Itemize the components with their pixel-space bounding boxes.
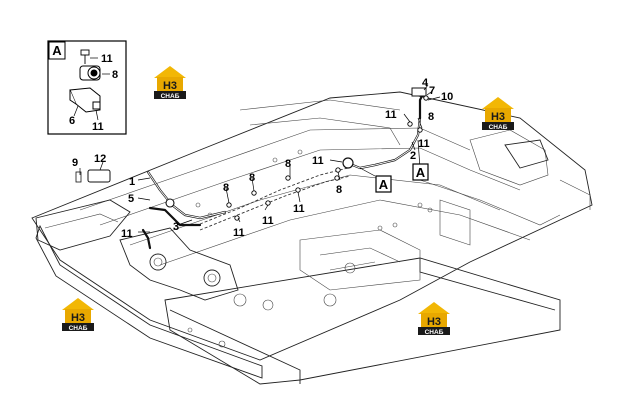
logo-sub-text: СНАБ [161, 93, 180, 100]
detail-clamp [79, 65, 101, 81]
detail-bolt-top [80, 49, 90, 64]
callout-8-a: 8 [223, 182, 229, 194]
callout-8-e: 8 [428, 111, 434, 123]
logo-sub-text: СНАБ [425, 329, 444, 336]
view-marker-a-2: A [412, 163, 429, 181]
bolt-markers [226, 95, 429, 221]
callout-9: 9 [72, 157, 78, 169]
svg-text:A: A [416, 165, 426, 180]
callout-8-d: 8 [336, 184, 342, 196]
callout-11-b: 11 [233, 227, 245, 239]
hose-lines [75, 87, 427, 250]
callout-8-c: 8 [285, 158, 291, 170]
callout-10: 10 [441, 91, 453, 103]
detail-callout-11-top: 11 [101, 53, 113, 65]
callout-11-f: 11 [385, 109, 397, 121]
callout-2: 2 [410, 150, 416, 162]
logo-main-text: H3 [491, 111, 505, 123]
callout-1: 1 [129, 176, 135, 188]
callout-4: 4 [422, 77, 429, 89]
logo-sub-text: СНАБ [489, 124, 508, 131]
logo-main-text: H3 [71, 312, 85, 324]
detail-callout-8: 8 [112, 69, 118, 81]
detail-callout-11-bottom: 11 [92, 121, 104, 133]
logo-main-text: H3 [163, 80, 177, 92]
logo-sub-text: СНАБ [69, 325, 88, 332]
leader-lines [79, 84, 441, 233]
callout-11-e: 11 [312, 155, 324, 167]
callout-11-a: 11 [121, 228, 133, 240]
detail-callout-6: 6 [69, 115, 75, 127]
callout-7: 7 [429, 85, 435, 97]
logo-main-text: H3 [427, 316, 441, 328]
detail-view-a: A 11 8 6 11 [47, 40, 127, 135]
callout-3: 3 [173, 221, 179, 233]
detail-label-box [48, 41, 66, 60]
callout-numbers: 1 2 3 4 5 7 8 8 8 8 8 9 10 11 11 11 11 1… [72, 77, 453, 240]
view-marker-a-1: A [375, 175, 392, 193]
machine-frame [31, 91, 593, 385]
callout-12: 12 [94, 153, 106, 165]
callout-11-g: 11 [418, 138, 430, 150]
detail-label: A [52, 43, 62, 58]
callout-11-c: 11 [262, 215, 274, 227]
callout-8-b: 8 [249, 172, 255, 184]
svg-text:A: A [379, 177, 389, 192]
callout-11-d: 11 [293, 203, 305, 215]
detail-bracket [69, 87, 101, 113]
callout-5: 5 [128, 193, 134, 205]
